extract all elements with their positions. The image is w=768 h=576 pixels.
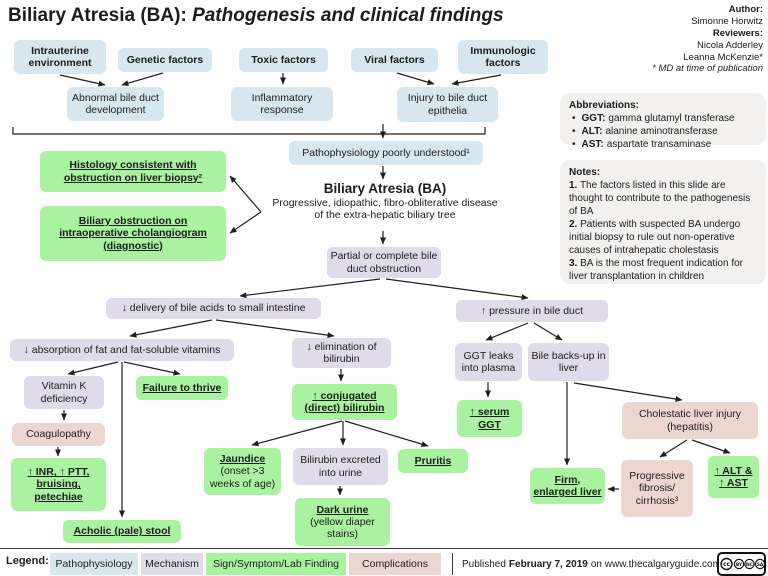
node-cholestatic-liver-injury: Cholestatic liver injury (hepatitis): [622, 402, 758, 439]
grouping-bracket: [12, 127, 486, 135]
share-alike-icon: [754, 558, 766, 570]
cc-license-badge: cc BY NC SA: [717, 552, 766, 576]
abbreviations-panel: Abbreviations: GGT:gamma glutamyl transf…: [560, 93, 766, 150]
node-decreased-bilirubin-elimination: ↓ elimination of bilirubin: [292, 338, 391, 368]
page-title: Biliary Atresia (BA): Pathogenesis and c…: [8, 5, 504, 27]
attribution-icon: [733, 558, 745, 570]
reviewer-name: Nicola Adderley: [696, 39, 763, 51]
node-dark-urine: Dark urine(yellow diaper stains): [295, 498, 390, 546]
svg-text:cc: cc: [723, 561, 731, 568]
reviewer-name: Leanna McKenzie*: [683, 51, 763, 63]
node-bile-backs-up-liver: Bile backs-up in liver: [528, 343, 609, 381]
node-ggt-leaks-plasma: GGT leaks into plasma: [455, 343, 522, 381]
svg-text:SA: SA: [757, 562, 764, 568]
author-label: Author:: [728, 4, 763, 15]
legend-item-mechanism: Mechanism: [141, 553, 203, 575]
svg-text:NC: NC: [746, 562, 753, 568]
reviewers-label: Reviewers:: [712, 27, 763, 39]
node-pathophysiology-poorly-understood: Pathophysiology poorly understood¹: [289, 141, 483, 165]
node-acholic-pale-stool: Acholic (pale) stool: [63, 520, 181, 543]
node-decreased-bile-acid-delivery: ↓ delivery of bile acids to small intest…: [106, 298, 321, 319]
ba-description-line1: Progressive, idiopathic, fibro-obliterat…: [272, 196, 498, 209]
node-genetic-factors: Genetic factors: [118, 48, 212, 72]
node-intrauterine-environment: Intrauterine environment: [14, 40, 106, 74]
node-biliary-atresia: Biliary Atresia (BA) Progressive, idiopa…: [253, 181, 517, 222]
legend-item-sign-symptom-lab: Sign/Symptom/Lab Finding: [206, 553, 346, 575]
node-histology-liver-biopsy: Histology consistent with obstruction on…: [40, 151, 226, 192]
abbreviation-item: ALT:alanine aminotransferase: [569, 125, 757, 138]
non-commercial-icon: [744, 558, 755, 570]
page-title-main: Biliary Atresia (BA):: [8, 5, 193, 26]
node-immunologic-factors: Immunologic factors: [458, 40, 548, 74]
node-bilirubin-excreted-urine: Bilirubin excreted into urine: [293, 448, 388, 485]
cc-icon: [720, 557, 733, 571]
note-item: 2. Patients with suspected BA undergo in…: [569, 219, 741, 256]
published-date: February 7, 2019: [508, 558, 588, 570]
node-inr-ptt-bruising-petechiae: ↑ INR, ↑ PTT, bruising, petechiae: [11, 458, 106, 511]
node-injury-bile-duct-epithelia: Injury to bile duct epithelia: [397, 87, 498, 122]
svg-text:BY: BY: [736, 562, 743, 568]
node-coagulopathy: Coagulopathy: [12, 423, 105, 446]
node-partial-bile-duct-obstruction: Partial or complete bile duct obstructio…: [327, 247, 441, 278]
legend-item-pathophysiology: Pathophysiology: [50, 553, 138, 575]
flow-arrows: [12, 72, 731, 518]
node-increased-conjugated-bilirubin: ↑ conjugated (direct) bilirubin: [292, 384, 397, 420]
node-pruritis: Pruritis: [398, 449, 468, 473]
published-site: on www.thecalgaryguide.com: [590, 558, 721, 570]
node-increased-serum-ggt: ↑ serum GGT: [457, 400, 522, 437]
node-decreased-fat-absorption: ↓ absorption of fat and fat-soluble vita…: [10, 339, 234, 361]
legend-divider: [452, 553, 453, 575]
node-intraoperative-cholangiogram: Biliary obstruction on intraoperative ch…: [40, 206, 226, 261]
page-title-subtitle: Pathogenesis and clinical findings: [192, 5, 504, 26]
node-firm-enlarged-liver: Firm, enlarged liver: [530, 468, 605, 504]
node-jaundice: Jaundice(onset >3 weeks of age): [204, 448, 281, 495]
legend-label: Legend:: [6, 555, 49, 567]
published-line: Published February 7, 2019 on www.thecal…: [462, 558, 721, 570]
notes-heading: Notes:: [569, 167, 601, 178]
node-increased-alt-ast: ↑ ALT & ↑ AST: [708, 456, 759, 498]
author-name: Simonne Horwitz: [691, 15, 763, 27]
node-progressive-fibrosis-cirrhosis: Progressive fibrosis/ cirrhosis³: [621, 460, 693, 517]
node-toxic-factors: Toxic factors: [239, 48, 328, 72]
note-item: 1. The factors listed in this slide are …: [569, 180, 751, 217]
node-viral-factors: Viral factors: [351, 48, 438, 72]
node-failure-to-thrive: Failure to thrive: [136, 376, 228, 400]
node-vitamin-k-deficiency: Vitamin K deficiency: [24, 376, 104, 409]
node-inflammatory-response: Inflammatory response: [231, 87, 333, 121]
ba-description-line2: of the extra-hepatic biliary tree: [314, 209, 456, 222]
ba-heading: Biliary Atresia (BA): [323, 181, 447, 196]
abbreviation-item: AST:aspartate transaminase: [569, 138, 757, 151]
credits-block: Author: Simonne Horwitz Reviewers: Nicol…: [563, 4, 763, 75]
abbreviations-heading: Abbreviations:: [569, 100, 640, 111]
notes-panel: Notes: 1. The factors listed in this sli…: [560, 160, 766, 284]
node-abnormal-bile-duct-development: Abnormal bile duct development: [67, 87, 164, 121]
credits-footnote: * MD at time of publication: [652, 63, 763, 75]
node-increased-bile-duct-pressure: ↑ pressure in bile duct: [456, 300, 608, 322]
legend-item-complications: Complications: [349, 553, 441, 575]
legend-bar: Legend: Pathophysiology Mechanism Sign/S…: [0, 548, 768, 576]
abbreviation-item: GGT:gamma glutamyl transferase: [569, 112, 757, 125]
note-item: 3. BA is the most frequent indication fo…: [569, 258, 743, 282]
